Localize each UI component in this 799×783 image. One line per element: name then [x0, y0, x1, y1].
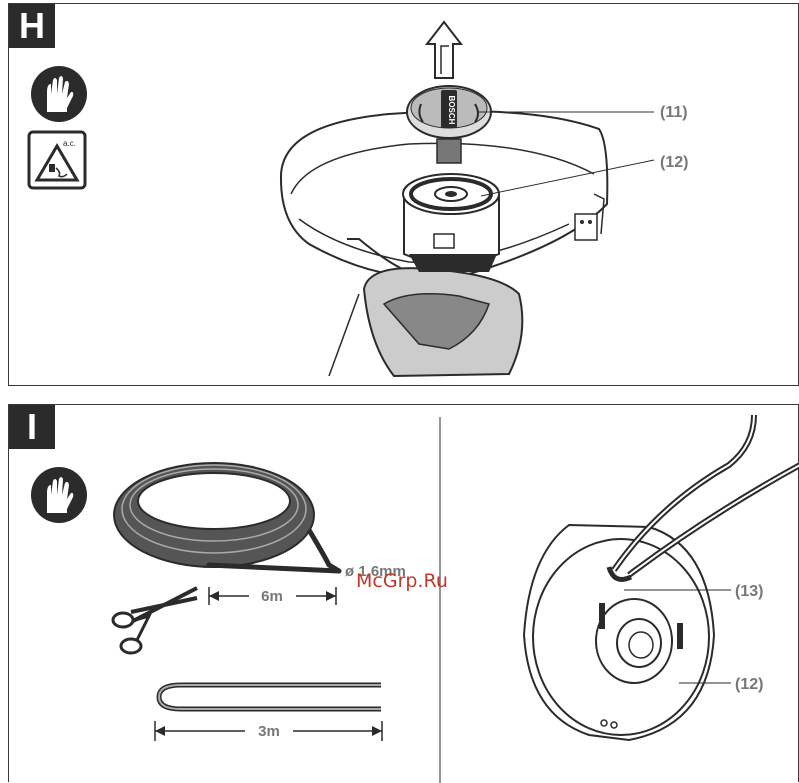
- gloves-icon: [31, 66, 87, 122]
- callout-13: (13): [735, 583, 763, 600]
- lift-arrow-icon: [427, 22, 461, 78]
- panel-i-illustration: ø 1,6mm 6m: [9, 405, 799, 783]
- panel-h: H a.c.: [8, 3, 799, 386]
- svg-text:a.c.: a.c.: [63, 139, 76, 148]
- panel-h-illustration: a.c.: [9, 4, 799, 387]
- callout-12b: (12): [735, 676, 763, 693]
- svg-text:BOSCH: BOSCH: [447, 96, 456, 125]
- folded-line: [159, 685, 381, 709]
- line-coil: [114, 463, 339, 571]
- panel-i: I ø 1,6mm 6m: [8, 404, 799, 782]
- length-3m-label: 3m: [258, 723, 280, 740]
- spool: [403, 174, 499, 272]
- length-6m-label: 6m: [261, 588, 283, 605]
- gloves-icon: [31, 467, 87, 523]
- motor-housing: [329, 268, 522, 376]
- callout-11: (11): [660, 104, 688, 121]
- callout-12: (12): [660, 154, 688, 171]
- spool-loaded: [524, 525, 714, 740]
- line-diameter-label: ø 1,6mm: [345, 563, 406, 580]
- ac-warning-icon: a.c.: [29, 132, 85, 188]
- scissors-icon: [113, 588, 197, 653]
